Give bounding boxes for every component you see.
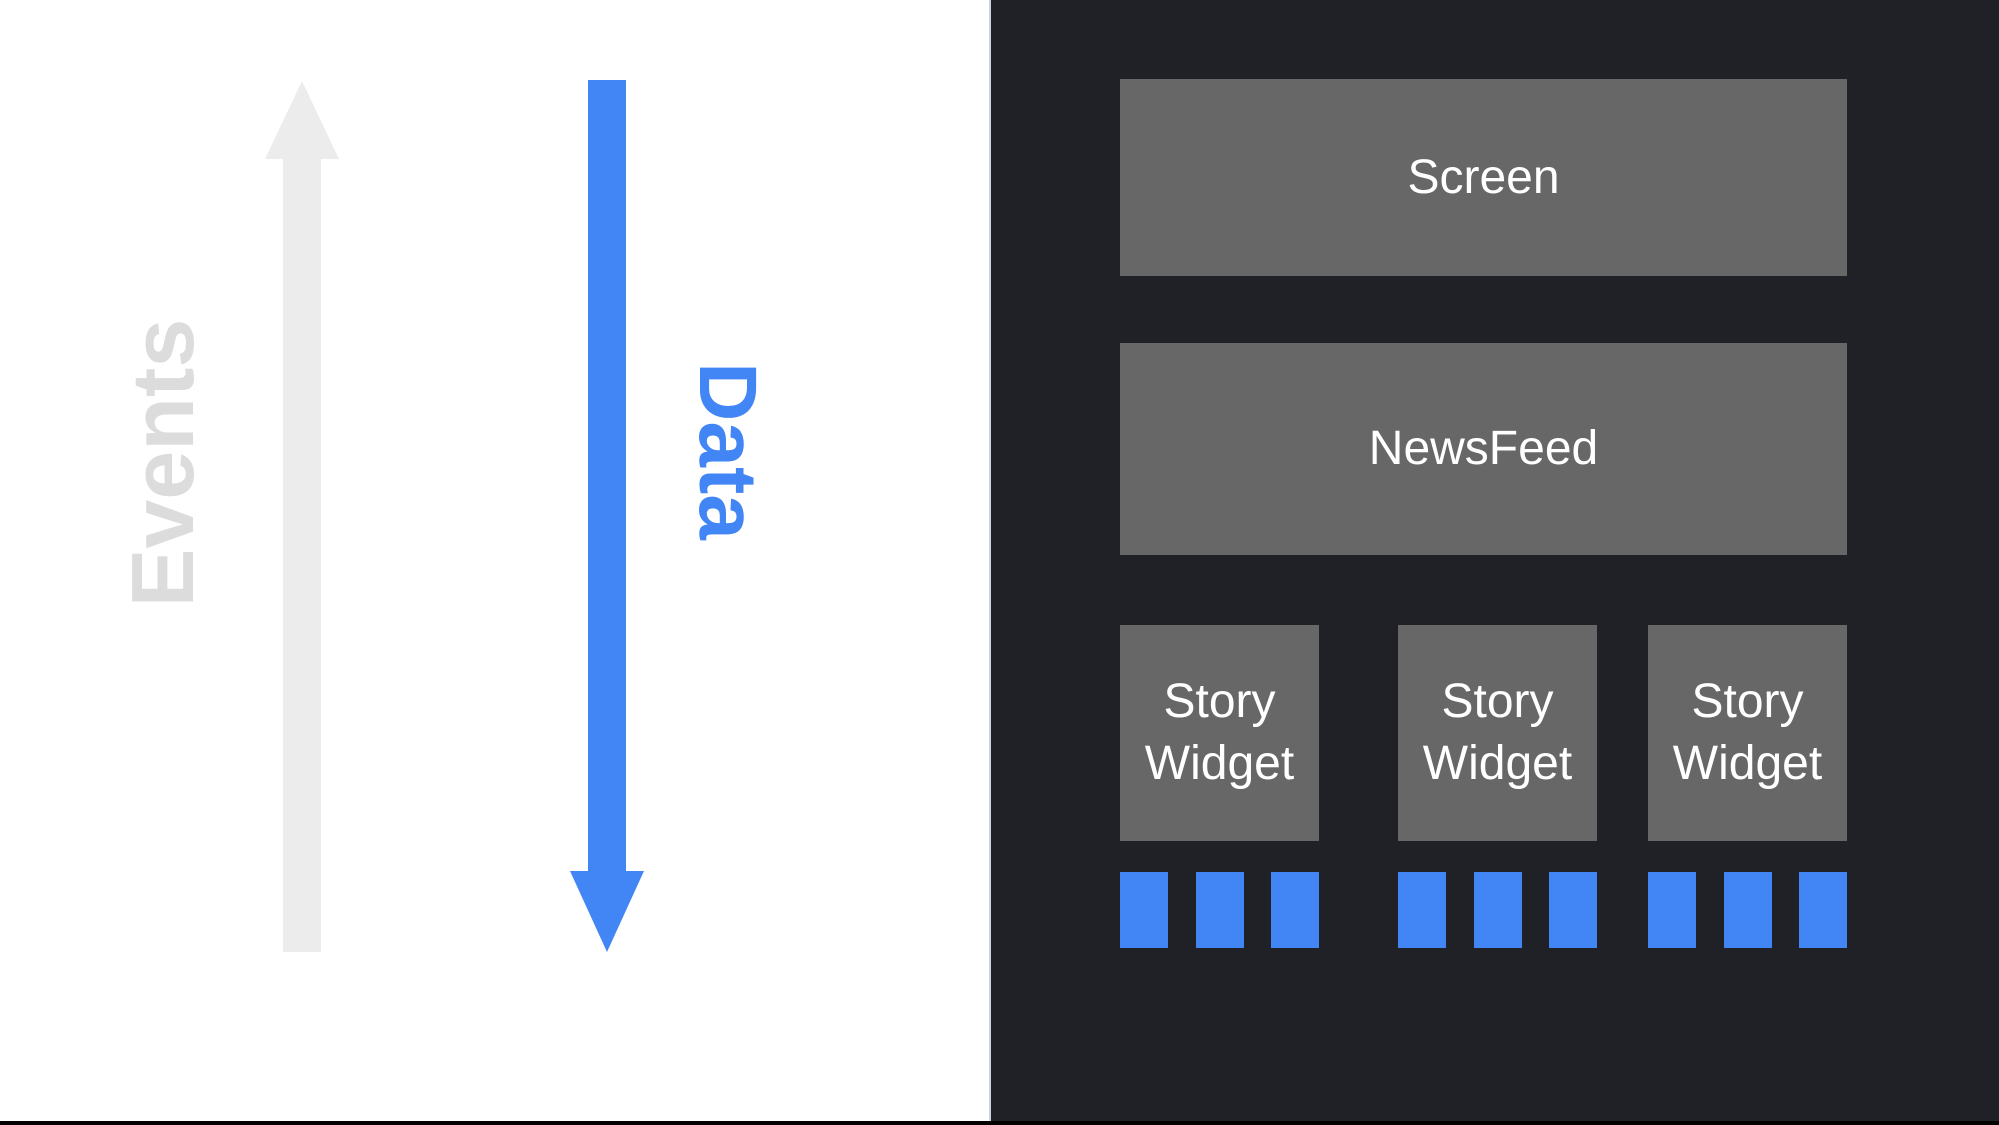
- data-square: [1549, 872, 1597, 948]
- data-square: [1195, 872, 1244, 948]
- story-widget-box: Story Widget: [1398, 625, 1597, 841]
- panel-divider: [989, 0, 991, 1125]
- down-arrowhead-icon: [570, 871, 644, 952]
- story-widget-label: Story Widget: [1422, 675, 1573, 790]
- data-square: [1398, 872, 1446, 948]
- data-square: [1648, 872, 1696, 948]
- data-square: [1271, 872, 1319, 948]
- story-widget-label: Story Widget: [1672, 675, 1823, 790]
- bottom-border: [0, 1121, 1999, 1125]
- data-square: [1799, 872, 1847, 948]
- up-arrowhead-icon: [265, 81, 339, 159]
- widget-tree-panel: Screen NewsFeed Story Widget Story Widge…: [991, 0, 1999, 1125]
- down-arrow-shaft: [588, 80, 626, 871]
- data-square: [1473, 872, 1522, 948]
- data-square: [1723, 872, 1772, 948]
- story-widget-box: Story Widget: [1120, 625, 1319, 841]
- flow-panel: Events Data: [0, 0, 989, 1125]
- data-label: Data: [682, 362, 773, 540]
- story-data-squares: [1398, 872, 1597, 948]
- screen-box-label: Screen: [1407, 150, 1560, 204]
- up-arrow-shaft: [283, 159, 321, 952]
- story-data-squares: [1120, 872, 1319, 948]
- data-down-arrow: [570, 80, 644, 952]
- events-up-arrow: [265, 81, 339, 952]
- screen-box: Screen: [1120, 79, 1847, 276]
- data-square: [1120, 872, 1168, 948]
- story-data-squares: [1648, 872, 1847, 948]
- newsfeed-box-label: NewsFeed: [1368, 422, 1599, 475]
- story-widget-label: Story Widget: [1144, 675, 1295, 790]
- newsfeed-box: NewsFeed: [1120, 343, 1847, 555]
- events-label: Events: [113, 318, 212, 608]
- story-widget-box: Story Widget: [1648, 625, 1847, 841]
